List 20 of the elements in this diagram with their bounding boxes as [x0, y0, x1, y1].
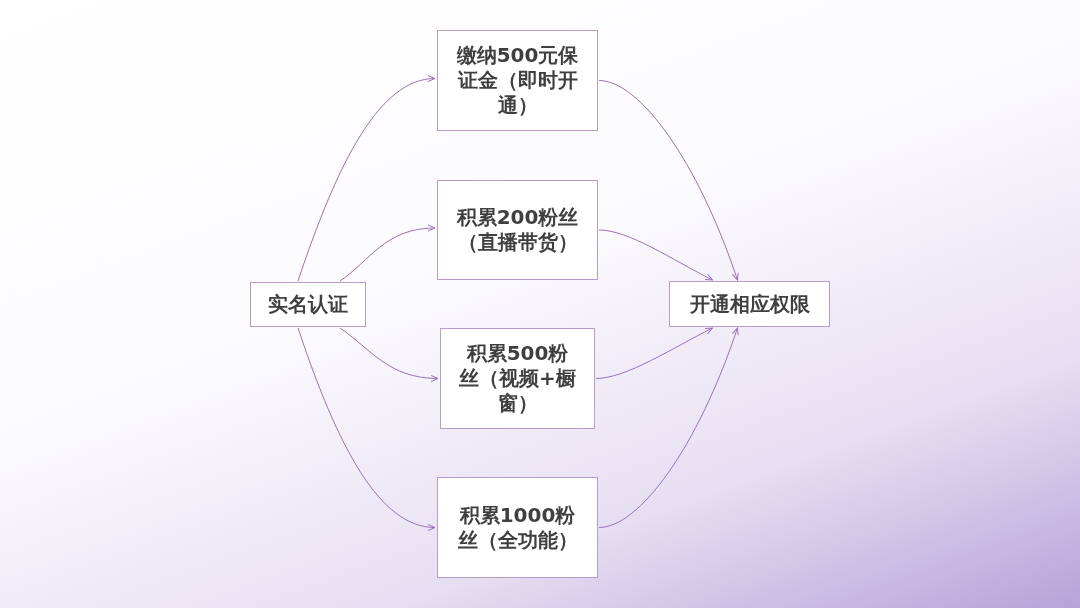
arrow	[339, 327, 439, 382]
node-text: 实名认证	[268, 292, 348, 317]
node-text: 积累200粉丝（直播带货）	[455, 205, 580, 255]
arrow	[297, 327, 436, 531]
arrow	[598, 229, 713, 281]
node-text: 开通相应权限	[689, 291, 810, 317]
arrow	[339, 224, 436, 282]
node-text: 积累500粉丝（视频+橱窗）	[458, 341, 577, 416]
arrow	[595, 327, 713, 379]
process-box	[250, 282, 366, 327]
process-box	[437, 180, 598, 280]
process-box	[437, 30, 598, 131]
process-box	[440, 328, 595, 429]
arrow	[598, 80, 739, 281]
node-text: 积累1000粉丝（全功能）	[456, 502, 579, 553]
node-text: 缴纳500元保证金（即时开通）	[455, 43, 580, 118]
process-box	[669, 281, 830, 327]
arrow	[297, 75, 436, 282]
process-box	[437, 477, 598, 578]
arrow	[598, 327, 739, 528]
